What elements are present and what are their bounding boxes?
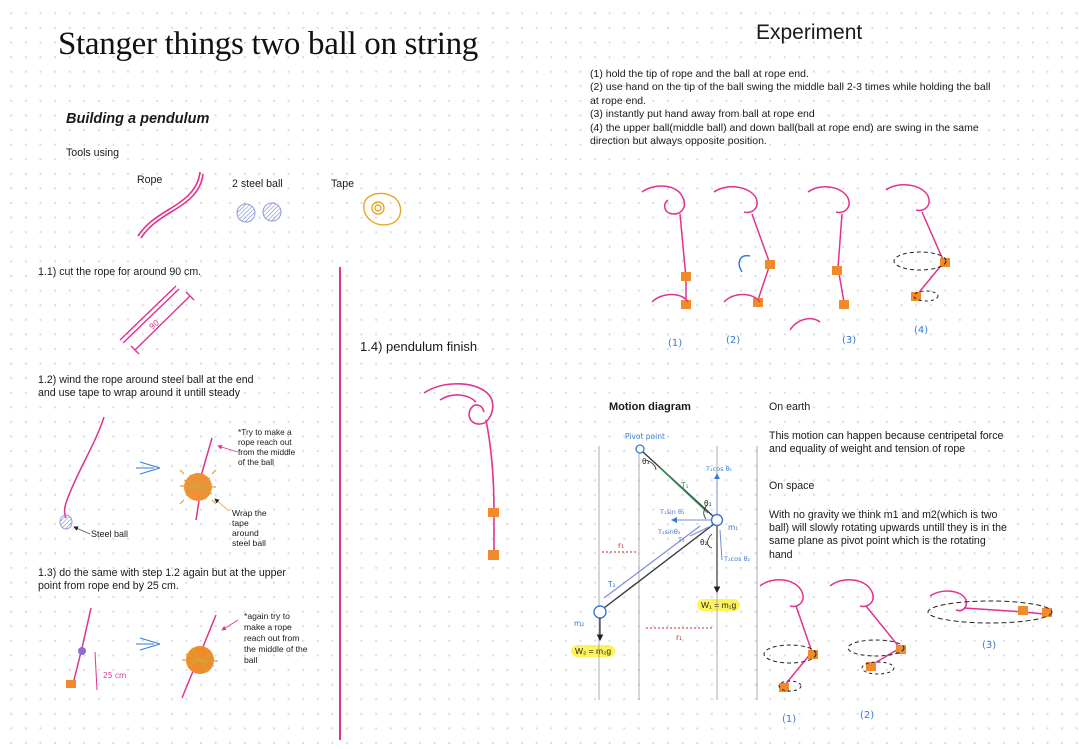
step-1-3-line1: 1.3) do the same with step 1.2 again but… [38,567,286,579]
tool-ball-label: 2 steel ball [232,178,283,190]
space-figures [759,579,1053,692]
motion-diagram-title: Motion diagram [609,401,691,413]
step-1-2-line2: and use tape to wrap around it untill st… [38,387,241,399]
exp-step: (3) instantly put hand away from ball at… [590,108,815,121]
pivot-point-label: Pivot point [625,432,665,441]
svg-text:θ₁: θ₁ [642,457,650,466]
steel-ball-icon [236,202,282,223]
svg-text:90: 90 [148,318,162,331]
exp-step: at rope end. [590,94,647,107]
step-1-1: 1.1) cut the rope for around 90 cm. [38,266,202,278]
svg-text:(2): (2) [726,335,740,346]
motion-diagram: Pivot point θ₁ θ₁ θ₂ T₁ T₁cos θ₁ T₁sin θ… [574,432,758,700]
experiment-figure-labels: (1) (2) (3) (4) [668,325,928,349]
weight-2-label: W₂ = m₂g [571,645,616,657]
space-heading: On space [769,480,815,492]
step-1-3-line2: point from rope end by 25 cm. [38,580,179,592]
svg-text:T₂sinθ₂: T₂sinθ₂ [657,528,681,536]
page-title: Stanger things two ball on string [58,26,478,62]
svg-text:25 cm: 25 cm [103,671,126,680]
step-1-4: 1.4) pendulum finish [360,339,478,354]
svg-text:(1): (1) [668,338,682,349]
tool-rope-label: Rope [137,174,163,186]
svg-text:θ₁: θ₁ [704,499,712,508]
exp-step: (4) the upper ball(middle ball) and down… [590,121,979,134]
step-1-2-line1: 1.2) wind the rope around steel ball at … [38,374,254,386]
experiment-steps: (1) hold the tip of rope and the ball at… [590,68,990,148]
upper-ball-sketch: 25 cm [66,607,239,699]
exp-step: direction but always opposite position. [590,135,767,148]
finished-pendulum-sketch [423,383,499,560]
svg-text:m₂: m₂ [574,619,584,628]
svg-text:(1): (1) [782,714,796,725]
taped-ball-icon [179,469,217,505]
cut-rope-sketch: 90 [119,285,195,355]
earth-text: This motion can happen because centripet… [769,430,1004,455]
experiment-figures [641,184,950,331]
earth-heading: On earth [769,401,811,413]
svg-text:(4): (4) [914,325,928,336]
experiment-title: Experiment [756,21,863,44]
space-figure-labels: (1) (2) (3) [782,640,996,725]
tool-tape-label: Tape [331,178,354,190]
svg-text:r₁: r₁ [618,541,624,550]
svg-text:(3): (3) [842,335,856,346]
svg-text:T₂: T₂ [607,580,616,589]
rope-icon [137,171,204,239]
building-heading: Building a pendulum [66,111,210,127]
svg-text:(3): (3) [982,640,996,651]
tools-label: Tools using [66,147,119,159]
space-text: With no gravity we think m1 and m2(which… [769,509,1007,561]
column-divider [339,267,341,740]
svg-text:m₁: m₁ [728,523,738,532]
steel-ball-label: Steel ball [91,529,129,539]
exp-step: (1) hold the tip of rope and the ball at… [590,68,809,80]
svg-text:T₂cos θ₂: T₂cos θ₂ [723,555,751,563]
wind-rope-sketch [59,416,239,535]
svg-text:r₁: r₁ [676,633,682,642]
svg-text:T₁cos θ₁: T₁cos θ₁ [705,465,733,473]
svg-text:T₁sin θ₁: T₁sin θ₁ [659,508,685,516]
svg-text:θ₂: θ₂ [700,538,708,547]
svg-text:T₁: T₁ [680,481,689,490]
weight-1-label: W₁ = m₁g [697,599,741,611]
exp-step: (2) use hand on the tip of the ball swin… [590,81,991,94]
tape-icon [363,192,402,226]
svg-text:T₂: T₂ [677,536,685,544]
svg-text:(2): (2) [860,710,874,721]
